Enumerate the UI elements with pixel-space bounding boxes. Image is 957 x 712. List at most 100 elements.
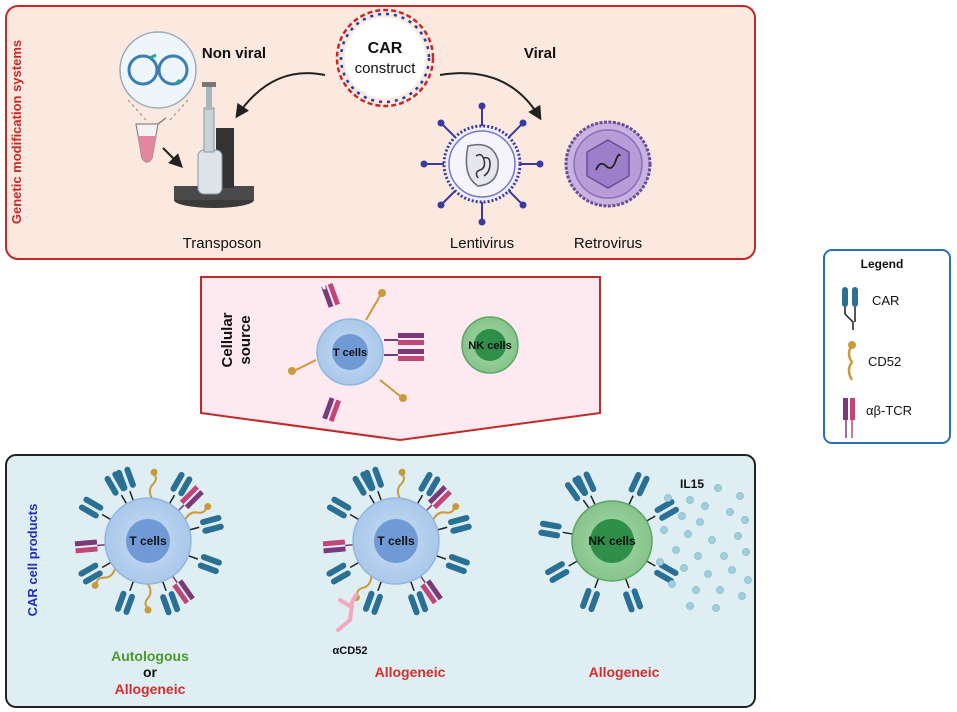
- il15-dot: [734, 532, 742, 540]
- car-receptor-icon: [842, 287, 858, 330]
- car-receptor-icon: [564, 476, 590, 509]
- il15-dot: [741, 516, 749, 524]
- il15-dot: [668, 580, 676, 588]
- cd52-icon: [91, 568, 117, 589]
- lentivirus-icon: [420, 102, 544, 226]
- car-products-label: CAR cell products: [25, 504, 40, 617]
- car-construct-subtitle: construct: [355, 60, 417, 77]
- car-receptor-icon: [408, 581, 429, 616]
- il15-dot: [680, 564, 688, 572]
- retrovirus-label: Retrovirus: [574, 235, 642, 252]
- car-receptor-icon: [326, 561, 360, 585]
- car-nk-cell-product: NK cells IL15: [538, 471, 752, 613]
- car-receptor-icon: [436, 554, 470, 575]
- il15-dot: [728, 566, 736, 574]
- nk-cell-source: NK cells: [461, 316, 519, 374]
- or-label: or: [143, 664, 158, 680]
- il15-dot: [686, 496, 694, 504]
- cd52-icon: [144, 583, 152, 614]
- car-receptor-icon: [78, 496, 112, 521]
- nk-cell-source-label: NK cells: [468, 340, 511, 352]
- il15-dot: [684, 530, 692, 538]
- il15-dot: [716, 586, 724, 594]
- il15-dot: [701, 502, 709, 510]
- car-t-cell-product-1: T cells: [74, 466, 224, 616]
- car-receptor-icon: [188, 554, 222, 575]
- tcr-icon: [172, 575, 195, 605]
- il15-dot: [742, 548, 750, 556]
- non-viral-label: Non viral: [202, 45, 266, 62]
- car-products-panel: CAR cell products T cells T cells αCD52: [5, 454, 756, 708]
- tcr-icon: [74, 539, 106, 554]
- il15-dot: [738, 592, 746, 600]
- il15-label: IL15: [680, 477, 704, 491]
- tcr-receptor-icon: [384, 333, 424, 361]
- allogeneic-label-2: Allogeneic: [375, 664, 446, 680]
- legend-box: Legend CAR CD52 αβ-TCR: [823, 249, 951, 444]
- tcr-receptor-icon: [322, 397, 342, 422]
- genetic-modification-panel: Genetic modification systems Non viral V…: [5, 5, 756, 260]
- legend-item-label: CD52: [868, 354, 901, 369]
- car-construct-plasmid-icon: [335, 8, 435, 108]
- il15-dot: [712, 604, 720, 612]
- arrow-non-viral: [235, 72, 326, 119]
- il15-dot: [692, 586, 700, 594]
- genetic-modification-label: Genetic modification systems: [9, 40, 24, 224]
- il15-cytokine-dots: [656, 484, 752, 612]
- il15-dot: [660, 526, 668, 534]
- il15-dot: [714, 484, 722, 492]
- il15-dot: [664, 494, 672, 502]
- car-receptor-icon: [189, 514, 224, 534]
- cellular-source-panel: Cellular source T c: [200, 276, 601, 442]
- il15-dot: [656, 558, 664, 566]
- il15-dot: [694, 552, 702, 560]
- car-receptor-icon: [114, 581, 135, 615]
- cd52-icon: [847, 341, 856, 381]
- legend-title: Legend: [861, 257, 904, 271]
- car-receptor-icon: [580, 578, 600, 613]
- cellular-source-label-line1: Cellular: [219, 312, 236, 367]
- car-receptor-icon: [168, 471, 193, 505]
- cd52-icon: [288, 289, 407, 402]
- car-construct-title: CAR: [368, 40, 403, 57]
- car-receptor-icon: [646, 560, 679, 584]
- anti-cd52-antibody-icon: [336, 593, 358, 632]
- cd52-icon: [148, 468, 158, 499]
- car-receptor-icon: [104, 471, 128, 505]
- il15-dot: [672, 546, 680, 554]
- car-receptor-icon: [437, 514, 472, 534]
- il15-dot: [736, 492, 744, 500]
- cellular-source-label-line2: source: [237, 315, 254, 364]
- tcr-receptor-icon: [321, 283, 341, 308]
- lentivirus-label: Lentivirus: [450, 235, 514, 252]
- tcr-icon: [420, 575, 443, 605]
- allogeneic-label-1: Allogeneic: [115, 681, 186, 697]
- t-cell-source-label: T cells: [333, 347, 367, 359]
- arrow-viral: [439, 72, 542, 121]
- car-receptor-icon: [160, 581, 181, 616]
- cd52-icon: [184, 503, 212, 520]
- transposon-illustration: [119, 31, 254, 208]
- il15-dot: [704, 570, 712, 578]
- il15-dot: [696, 518, 704, 526]
- car-receptor-icon: [646, 499, 679, 522]
- il15-dot: [726, 508, 734, 516]
- nk-cell-product-label: NK cells: [588, 534, 636, 548]
- transposon-label: Transposon: [183, 235, 262, 252]
- car-receptor-icon: [623, 578, 644, 613]
- cd52-icon: [432, 503, 460, 520]
- car-receptor-icon: [545, 560, 578, 583]
- autologous-label: Autologous: [111, 648, 189, 664]
- car-receptor-icon: [78, 561, 112, 585]
- il15-dot: [720, 552, 728, 560]
- legend-item-label: αβ-TCR: [866, 403, 912, 418]
- legend-item-label: CAR: [872, 293, 899, 308]
- il15-dot: [678, 512, 686, 520]
- car-t-cell-product-2: T cells αCD52: [322, 466, 472, 657]
- il15-dot: [686, 602, 694, 610]
- allogeneic-label-3: Allogeneic: [589, 664, 660, 680]
- car-receptor-icon: [416, 471, 441, 505]
- car-receptor-icon: [538, 520, 573, 539]
- cd52-icon: [396, 468, 406, 499]
- tcr-icon: [177, 485, 204, 512]
